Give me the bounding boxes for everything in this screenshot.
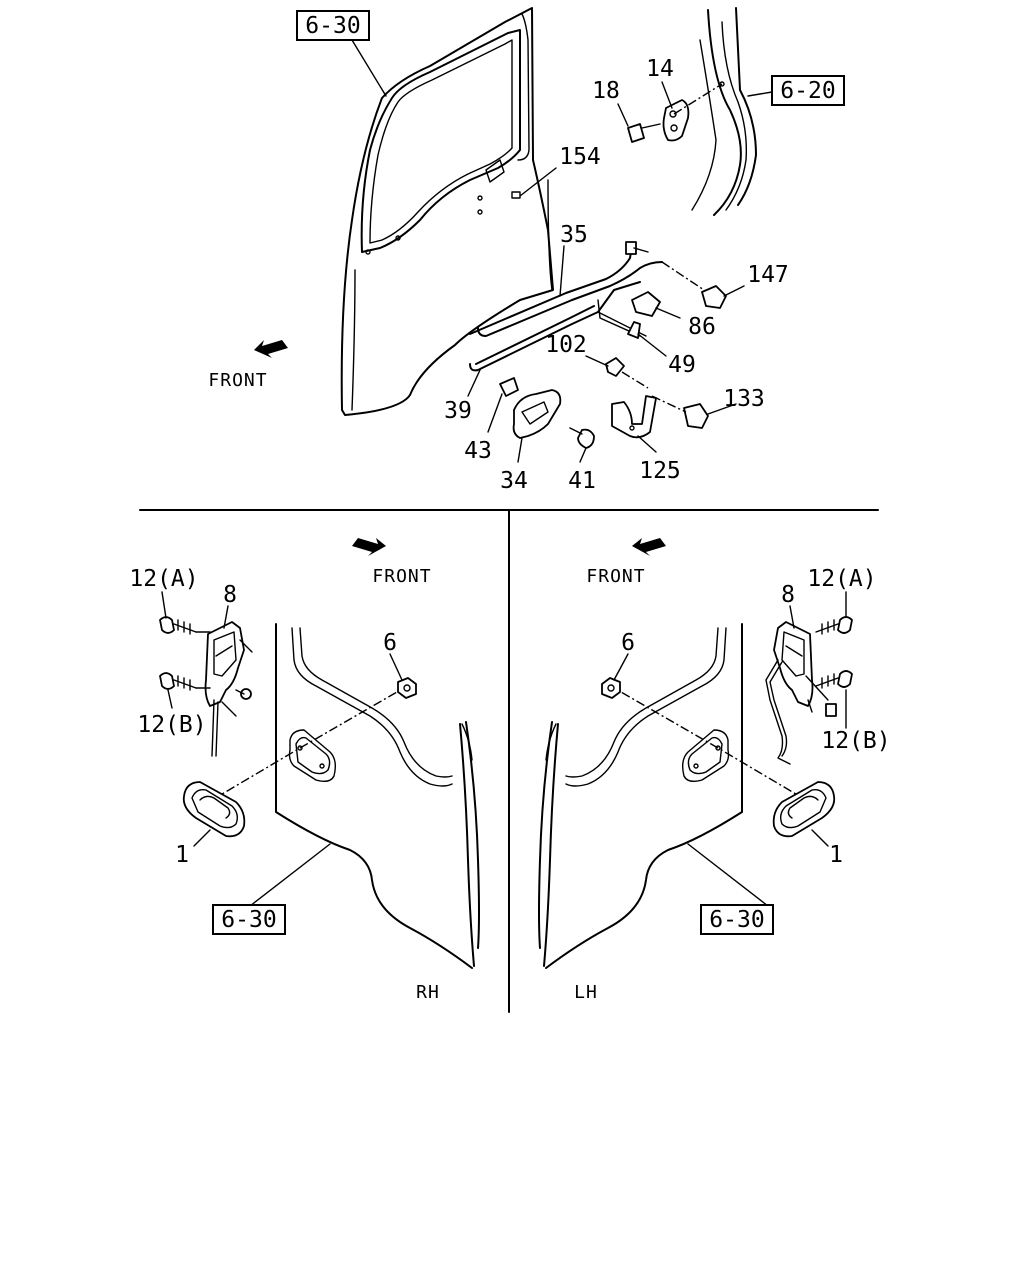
callout-34: 34 <box>500 468 528 494</box>
callout-14: 14 <box>646 56 674 82</box>
ref-6-20-text: 6-20 <box>780 78 835 104</box>
callout-43: 43 <box>464 438 492 464</box>
callout-49: 49 <box>668 352 696 378</box>
front-arrow-lh: FRONT <box>586 538 666 587</box>
callout-41: 41 <box>568 468 596 494</box>
lh-callouts: 12(A) 8 6 12(B) 1 LH <box>574 566 890 1003</box>
rh-side-label: RH <box>416 982 440 1003</box>
rh-callout-12b: 12(B) <box>137 712 206 738</box>
lh-panel <box>538 591 853 969</box>
callout-35: 35 <box>560 222 588 248</box>
top-leaders <box>351 39 773 463</box>
front-label-lh: FRONT <box>586 566 645 587</box>
ref-box-6-30-top: 6-30 <box>296 10 370 41</box>
rh-callout-12a: 12(A) <box>129 566 198 592</box>
lh-callout-1: 1 <box>829 842 843 868</box>
rh-callout-6: 6 <box>383 630 397 656</box>
ref-6-30-rh-text: 6-30 <box>221 907 276 933</box>
callout-125: 125 <box>639 458 681 484</box>
callout-86: 86 <box>688 314 716 340</box>
ref-box-6-20: 6-20 <box>771 75 845 106</box>
lh-side-label: LH <box>574 982 598 1003</box>
front-arrow-rh: FRONT <box>352 538 431 587</box>
ref-box-6-30-lh: 6-30 <box>700 904 774 935</box>
rh-callout-8: 8 <box>223 582 237 608</box>
ref-box-6-30-rh: 6-30 <box>212 904 286 935</box>
front-arrow-top: FRONT <box>208 340 288 391</box>
callout-147: 147 <box>747 262 789 288</box>
top-door-assembly <box>340 7 757 449</box>
callout-18: 18 <box>592 78 620 104</box>
callout-154: 154 <box>559 144 601 170</box>
lh-callout-12b: 12(B) <box>821 728 890 754</box>
lh-callout-12a: 12(A) <box>807 566 876 592</box>
rh-callout-1: 1 <box>175 842 189 868</box>
ref-6-30-lh-text: 6-30 <box>709 907 764 933</box>
callout-102: 102 <box>545 332 587 358</box>
front-label-top: FRONT <box>208 370 267 391</box>
callout-39: 39 <box>444 398 472 424</box>
top-callouts: 14 18 154 35 147 86 49 102 133 39 43 34 … <box>444 56 789 494</box>
ref-6-30-text: 6-30 <box>305 13 360 39</box>
lh-callout-6: 6 <box>621 630 635 656</box>
callout-133: 133 <box>723 386 765 412</box>
rh-panel <box>159 591 480 969</box>
rh-callouts: 12(A) 8 6 12(B) 1 RH <box>129 566 440 1003</box>
lh-callout-8: 8 <box>781 582 795 608</box>
front-label-rh: FRONT <box>372 566 431 587</box>
